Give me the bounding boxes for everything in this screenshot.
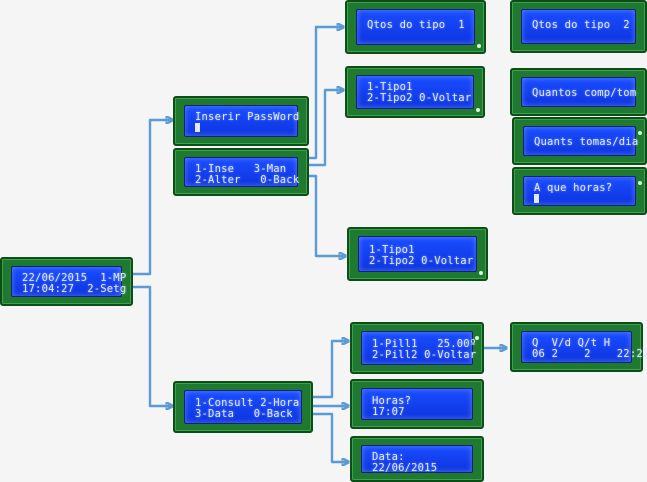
lcd-display: Quants tomas/dia: [523, 126, 639, 156]
lcd-line-1: 1-Tipo1: [367, 81, 413, 93]
lcd-display: 22/06/2015 1-MP 17:04:27 2-Setg: [11, 266, 126, 297]
lcd-line-2: 3-Data 0-Back: [195, 408, 293, 420]
lcd-line-1: Qtos do tipo 2: [532, 19, 630, 31]
lcd-qtos-tipo2: Qtos do tipo 2: [510, 0, 647, 53]
lcd-line-1: Horas?: [372, 395, 412, 407]
lcd-line-1: Qtos do tipo 1: [367, 19, 465, 31]
lcd-display: A que horas?: [523, 176, 636, 206]
lcd-quantos-comp: Quantos comp/tom: [510, 68, 647, 116]
lcd-tipo-menu-a: 1-Tipo1 2-Tipo2 0-Voltar: [345, 66, 485, 118]
lcd-password-screen: Inserir PassWord: [173, 96, 309, 146]
lcd-line-1: Q V/d Q/t H: [532, 337, 611, 349]
arrow-menu-to-tipo-b: [308, 174, 345, 256]
lcd-line-1: Data:: [372, 451, 405, 463]
arrow-main-to-consult: [132, 285, 172, 406]
lcd-line-1: 1-Consult 2-Hora: [195, 397, 300, 409]
lcd-display: Inserir PassWord: [184, 105, 300, 137]
lcd-line-1: A que horas?: [534, 182, 613, 194]
lcd-data: Data: 22/06/2015: [350, 436, 484, 482]
lcd-line-1: Inserir PassWord: [195, 111, 300, 123]
lcd-display: 1-Pill1 25.00º 2-Pill2 0-Voltar: [361, 331, 477, 365]
lcd-display: 1-Tipo1 2-Tipo2 0-Voltar: [356, 75, 474, 109]
lcd-qtos-tipo1: Qtos do tipo 1: [345, 0, 486, 54]
cursor-block-icon: [195, 123, 200, 132]
lcd-display: 1-Consult 2-Hora 3-Data 0-Back: [184, 390, 302, 424]
arrow-consult-to-data: [312, 412, 348, 462]
lcd-display: Data: 22/06/2015: [361, 445, 473, 474]
lcd-pill-detail: Q V/d Q/t H 06 2 2 22:22: [510, 322, 647, 372]
lcd-display: Horas? 17:07: [361, 388, 473, 420]
led-indicator-icon: [475, 336, 479, 340]
lcd-line-2: 17:04:27 2-Setg: [22, 283, 127, 295]
lcd-line-1: Quants tomas/dia: [534, 136, 639, 148]
lcd-line-2: 2-Pill2 0-Voltar: [372, 349, 477, 361]
lcd-line-1: 22/06/2015 1-MP: [22, 272, 127, 284]
lcd-tipo-menu-b: 1-Tipo1 2-Tipo2 0-Voltar: [347, 227, 488, 281]
lcd-line-1: 1-Inse 3-Man: [195, 163, 287, 175]
lcd-line-2: 2-Tipo2 0-Voltar: [367, 92, 472, 104]
led-indicator-icon: [476, 108, 480, 112]
arrow-menu-to-qtos-tipo1: [308, 27, 343, 160]
lcd-line-1: 1-Pill1 25.00º: [372, 338, 477, 350]
lcd-line-2: 17:07: [372, 406, 405, 418]
lcd-horas: Horas? 17:07: [350, 379, 484, 429]
cursor-block-icon: [534, 194, 539, 203]
lcd-main-menu: 1-Inse 3-Man 2-Alter 0-Back: [173, 148, 309, 196]
lcd-display: Qtos do tipo 2: [521, 9, 636, 44]
led-indicator-icon: [638, 181, 642, 185]
lcd-line-1: 1-Tipo1: [369, 244, 415, 256]
led-indicator-icon: [477, 44, 481, 48]
lcd-quants-tomas: Quants tomas/dia: [512, 117, 647, 165]
led-indicator-icon: [638, 131, 642, 135]
lcd-pill-menu: 1-Pill1 25.00º 2-Pill2 0-Voltar: [350, 322, 484, 374]
lcd-line-2: 06 2 2 22:22: [532, 348, 647, 360]
lcd-display: 1-Tipo1 2-Tipo2 0-Voltar: [358, 236, 477, 272]
arrow-main-to-password: [132, 120, 172, 276]
lcd-display: 1-Inse 3-Man 2-Alter 0-Back: [184, 157, 300, 187]
lcd-main-screen: 22/06/2015 1-MP 17:04:27 2-Setg: [0, 257, 133, 306]
lcd-display: Quantos comp/tom: [521, 77, 636, 107]
lcd-line-1: Quantos comp/tom: [532, 87, 637, 99]
arrow-consult-to-pill: [312, 341, 348, 399]
led-indicator-icon: [479, 271, 483, 275]
lcd-line-2: 2-Alter 0-Back: [195, 174, 300, 186]
lcd-line-2: 22/06/2015: [372, 462, 438, 474]
lcd-a-que-horas: A que horas?: [512, 167, 647, 215]
arrow-menu-to-tipo-a: [308, 90, 343, 167]
lcd-line-2: 2-Tipo2 0-Voltar: [369, 255, 474, 267]
lcd-display: Qtos do tipo 1: [356, 9, 475, 45]
lcd-display: Q V/d Q/t H 06 2 2 22:22: [521, 331, 647, 363]
lcd-consult-menu: 1-Consult 2-Hora 3-Data 0-Back: [173, 381, 313, 433]
